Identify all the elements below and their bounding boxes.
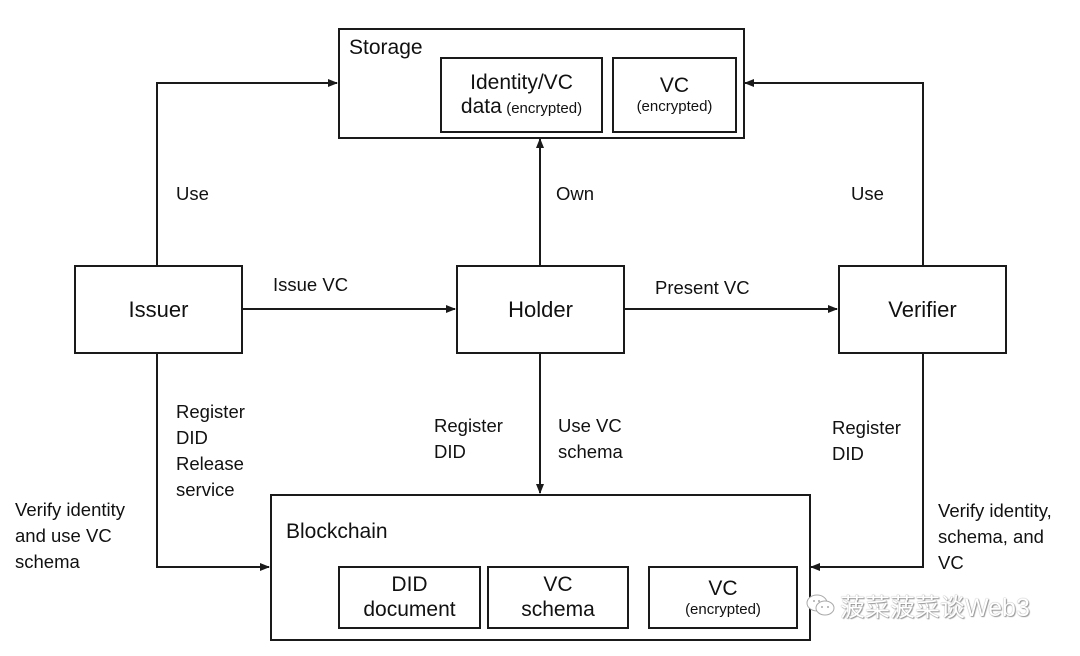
watermark: 菠菜菠菜谈Web3 bbox=[806, 588, 1030, 624]
holder-node: Holder bbox=[456, 265, 625, 354]
blockchain-container: Blockchain DID document VC schema VC (en… bbox=[270, 494, 811, 641]
encrypted-note: (encrypted) bbox=[636, 98, 713, 116]
storage-vc-encrypted: VC (encrypted) bbox=[612, 57, 737, 133]
document-label: document bbox=[363, 597, 456, 621]
watermark-text: 菠菜菠菜谈Web3 bbox=[840, 594, 1030, 622]
label-holder-use-schema: Use VC schema bbox=[558, 415, 623, 462]
blockchain-title: Blockchain bbox=[286, 520, 388, 543]
encrypted-note: (encrypted) bbox=[506, 100, 583, 117]
label-issuer-verify: Verify identity and use VC schema bbox=[15, 499, 126, 572]
wechat-icon bbox=[806, 594, 835, 616]
label-issuer-register: Register DID Release service bbox=[176, 401, 245, 500]
blockchain-did-document: DID document bbox=[338, 566, 481, 629]
edge-verifier-storage bbox=[744, 79, 924, 265]
did-label: DID bbox=[391, 573, 428, 597]
label-holder-register: Register DID bbox=[434, 415, 503, 462]
encrypted-note: (encrypted) bbox=[685, 600, 761, 618]
identity-vc-label: Identity/VC bbox=[470, 70, 573, 94]
label-verifier-use: Use bbox=[851, 183, 884, 204]
edge-issuer-storage bbox=[156, 79, 338, 265]
label-holder-own: Own bbox=[556, 183, 595, 204]
vc-label: VC bbox=[708, 576, 738, 600]
label-issue-vc: Issue VC bbox=[273, 274, 349, 295]
storage-container: Storage Identity/VC data (encrypted) VC … bbox=[338, 28, 745, 139]
vc-label: VC bbox=[659, 74, 690, 98]
label-verifier-verify: Verify identity, schema, and VC bbox=[938, 500, 1052, 573]
verifier-node: Verifier bbox=[838, 265, 1007, 354]
label-verifier-register: Register DID bbox=[832, 417, 901, 464]
issuer-node: Issuer bbox=[74, 265, 243, 354]
edge-verifier-blockchain bbox=[810, 353, 924, 571]
edge-issuer-blockchain bbox=[156, 353, 270, 571]
storage-identity-vc-data: Identity/VC data (encrypted) bbox=[440, 57, 603, 133]
storage-title: Storage bbox=[349, 36, 423, 59]
vc-label: VC bbox=[543, 573, 573, 597]
blockchain-vc-schema: VC schema bbox=[487, 566, 629, 629]
schema-label: schema bbox=[521, 597, 595, 621]
data-label: data bbox=[460, 95, 502, 118]
blockchain-vc-encrypted: VC (encrypted) bbox=[648, 566, 798, 629]
identity-data-line: data (encrypted) bbox=[461, 95, 582, 119]
label-issuer-use: Use bbox=[176, 183, 209, 204]
label-present-vc: Present VC bbox=[655, 277, 750, 298]
